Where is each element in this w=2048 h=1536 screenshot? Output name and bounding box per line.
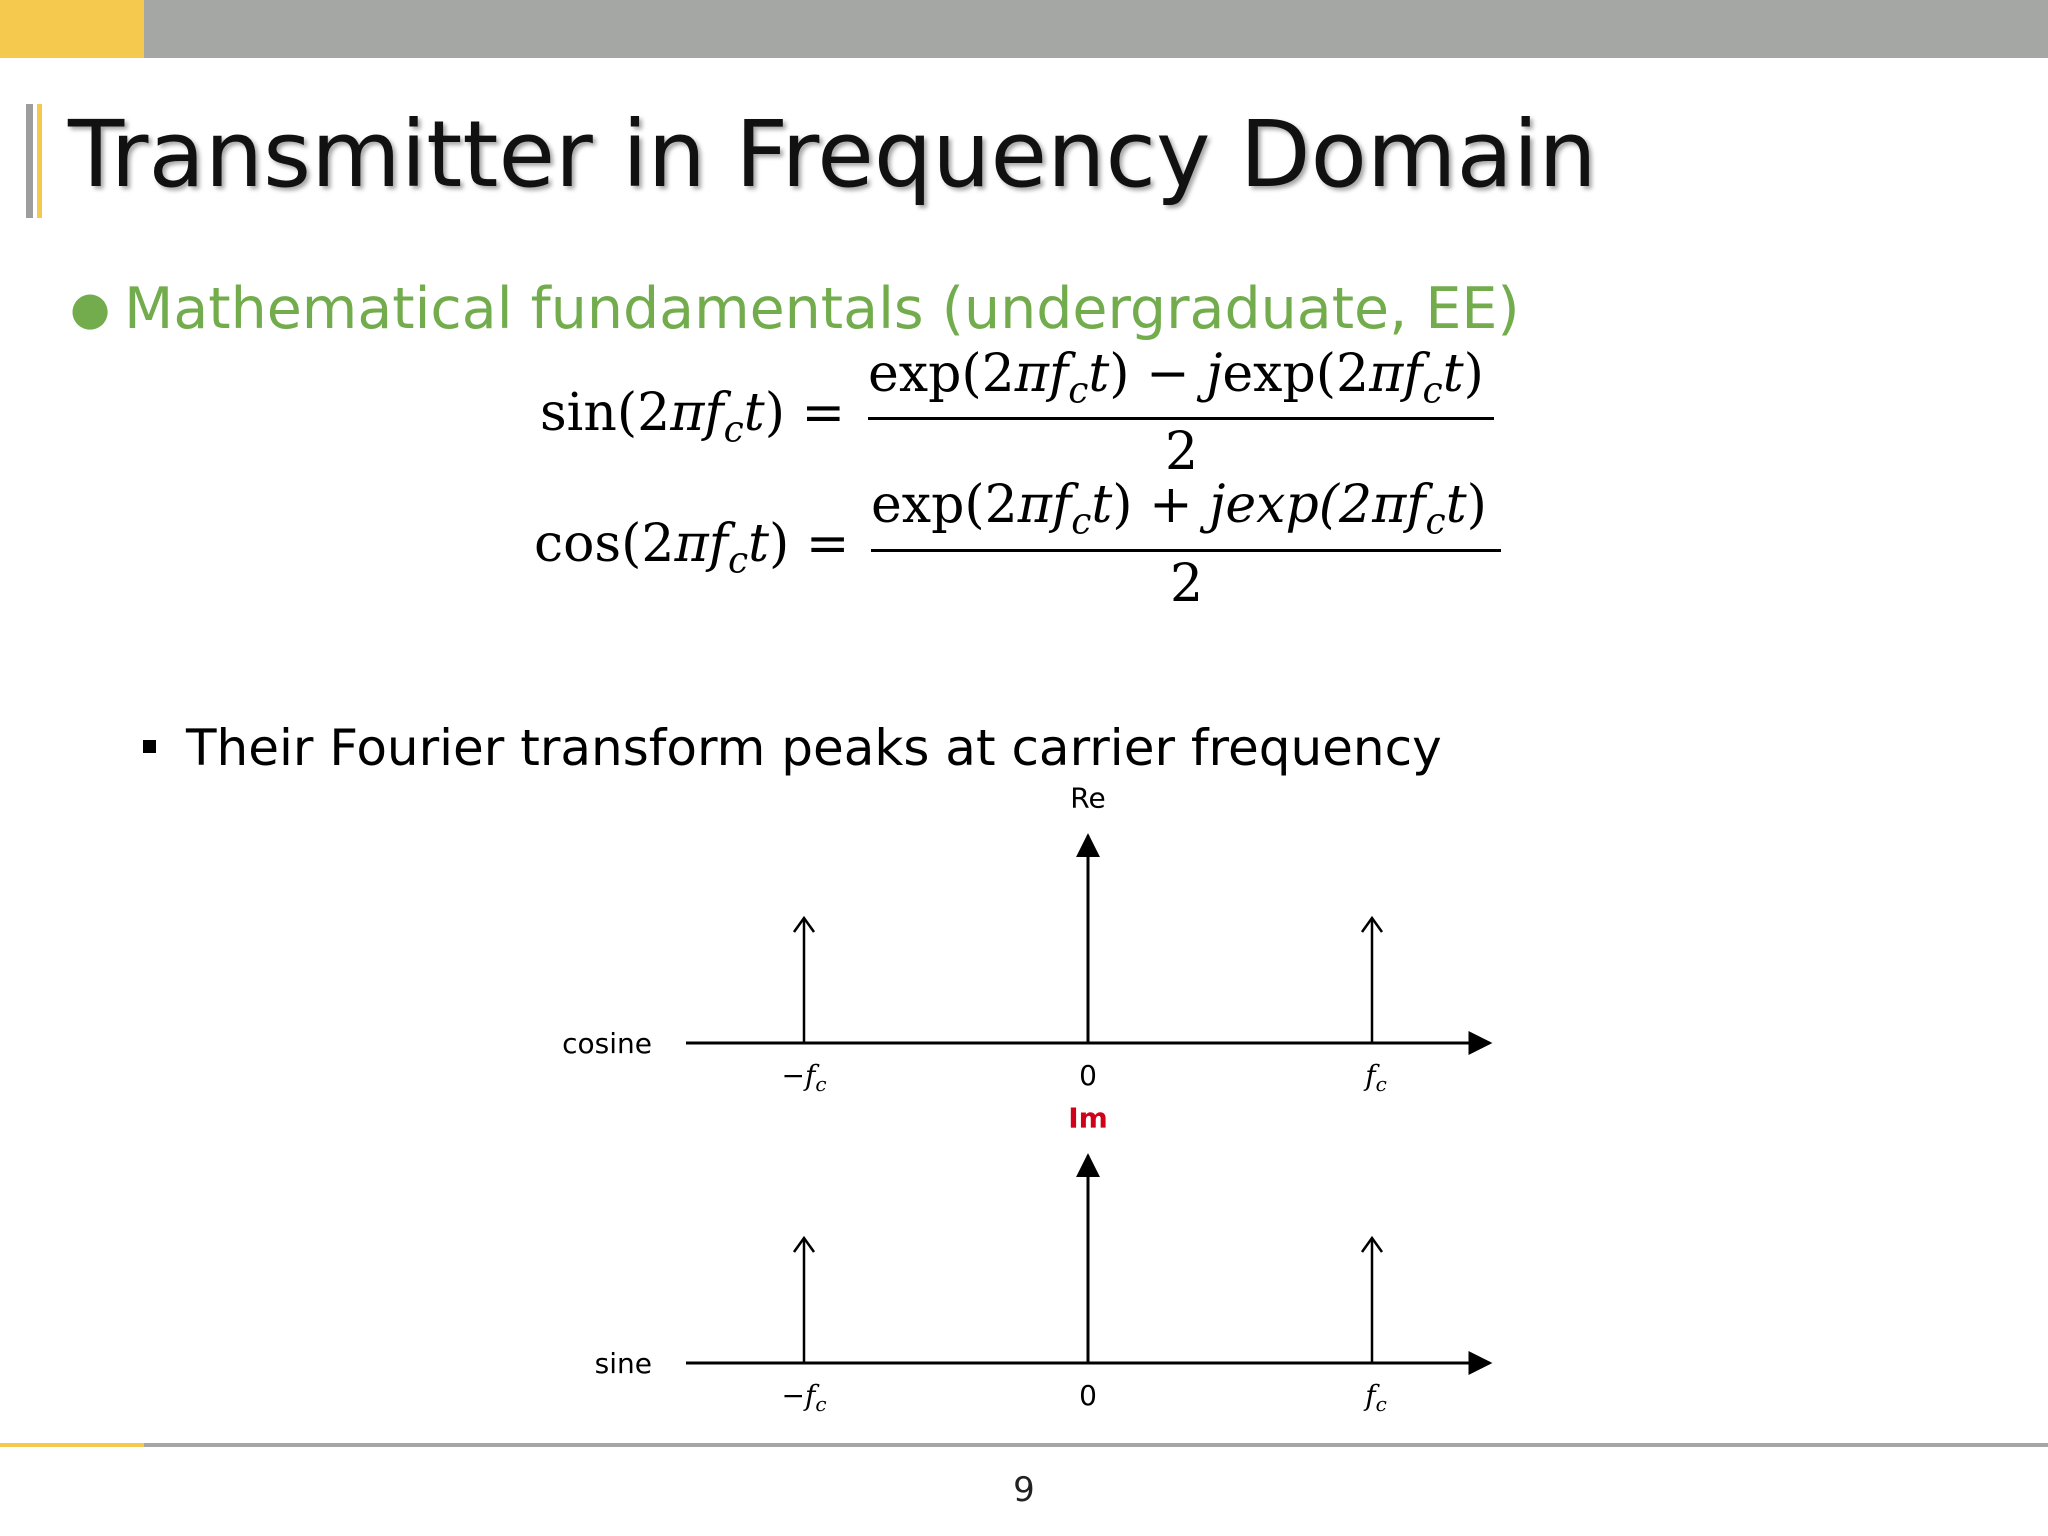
title-marker: [26, 104, 33, 218]
tick-label-sine: 0: [1079, 1379, 1097, 1412]
row-label-cosine: cosine: [562, 1027, 652, 1060]
sub-bullet: Their Fourier transform peaks at carrier…: [143, 718, 1442, 778]
bullet-dot-icon: ●: [70, 281, 111, 335]
footer-line: [144, 1443, 2048, 1447]
title-marker-accent: [37, 104, 42, 218]
square-bullet-icon: [143, 740, 156, 753]
row-label-sine: sine: [595, 1347, 652, 1380]
impulse-arrow-icon: [1360, 1235, 1384, 1253]
tick-label-cosine: fc: [1363, 1059, 1387, 1096]
main-bullet: ●Mathematical fundamentals (undergraduat…: [70, 275, 1520, 343]
slide-title: Transmitter in Frequency Domain: [68, 101, 1597, 208]
main-bullet-text: Mathematical fundamentals (undergraduate…: [124, 276, 1520, 342]
axis-label-Re: Re: [1070, 782, 1105, 815]
impulse-arrow-icon: [792, 1235, 816, 1253]
impulse-arrow-icon: [1360, 915, 1384, 933]
tick-label-cosine: −fc: [781, 1059, 826, 1096]
tick-label-sine: fc: [1363, 1379, 1387, 1416]
sub-bullet-text: Their Fourier transform peaks at carrier…: [186, 719, 1442, 777]
tick-label-sine: −fc: [781, 1379, 826, 1416]
axis-label-Im: Im: [1068, 1102, 1108, 1135]
footer-accent: [0, 1443, 144, 1447]
tick-label-cosine: 0: [1079, 1059, 1097, 1092]
page-number: 9: [1013, 1470, 1035, 1510]
top-bar: [0, 0, 2048, 58]
top-bar-accent: [0, 0, 144, 58]
impulse-arrow-icon: [792, 915, 816, 933]
